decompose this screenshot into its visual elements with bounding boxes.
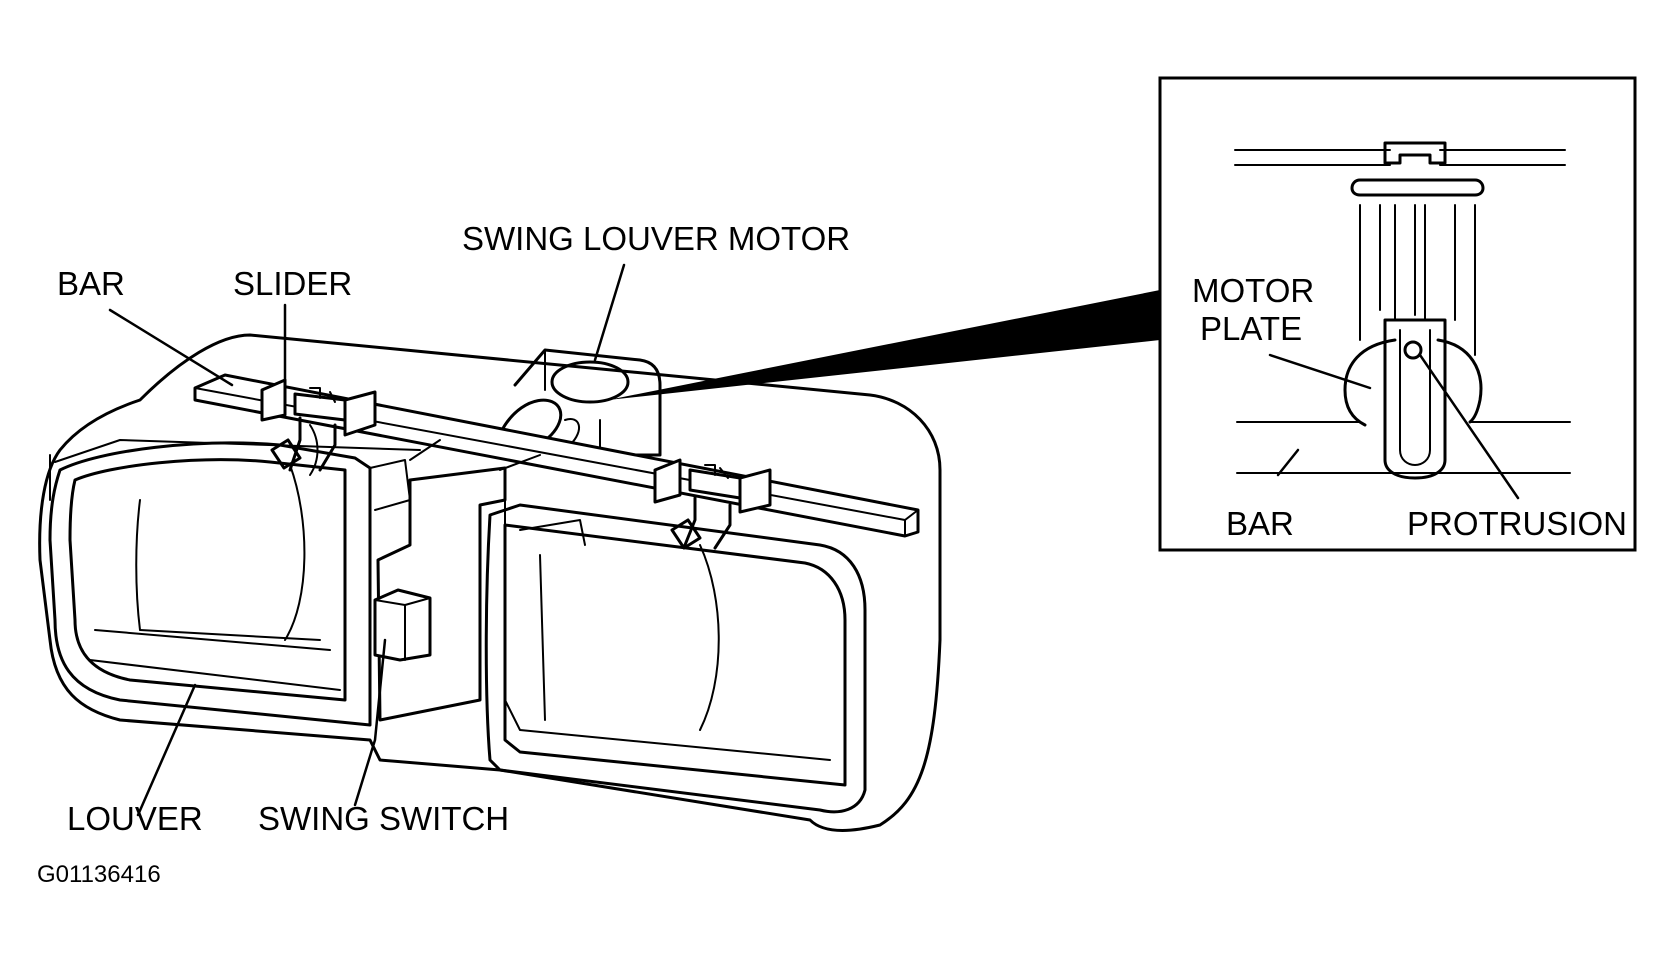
motor-housing-block [513,348,662,457]
swing-switch [373,588,432,662]
slider-left [260,378,377,476]
swing-louver-motor-body [550,360,630,404]
label-protrusion: PROTRUSION [1407,505,1627,542]
label-inset-bar: BAR [1226,505,1294,542]
housing-outline [38,333,942,832]
label-motor-plate-line2: PLATE [1200,310,1302,347]
protrusion [1403,340,1423,360]
figure-code: G01136416 [37,861,161,888]
callout-wedge [608,290,1160,400]
louver-right [484,503,867,814]
motor-plate [1343,338,1483,427]
label-swing-switch: SWING SWITCH [258,800,509,837]
label-swing-louver-motor: SWING LOUVER MOTOR [462,220,850,257]
label-slider: SLIDER [233,265,352,302]
label-louver: LOUVER [67,800,203,837]
slider-right [653,458,772,550]
louver-left [48,441,411,727]
louver-assembly [38,333,942,832]
inset-bar [1236,421,1571,474]
label-bar: BAR [57,265,125,302]
label-motor-plate-line1: MOTOR [1192,272,1314,309]
housing-inner-rim [49,439,421,501]
inset-frame [1158,76,1637,552]
detail-inset [1158,76,1637,552]
leader-lines [108,263,626,817]
